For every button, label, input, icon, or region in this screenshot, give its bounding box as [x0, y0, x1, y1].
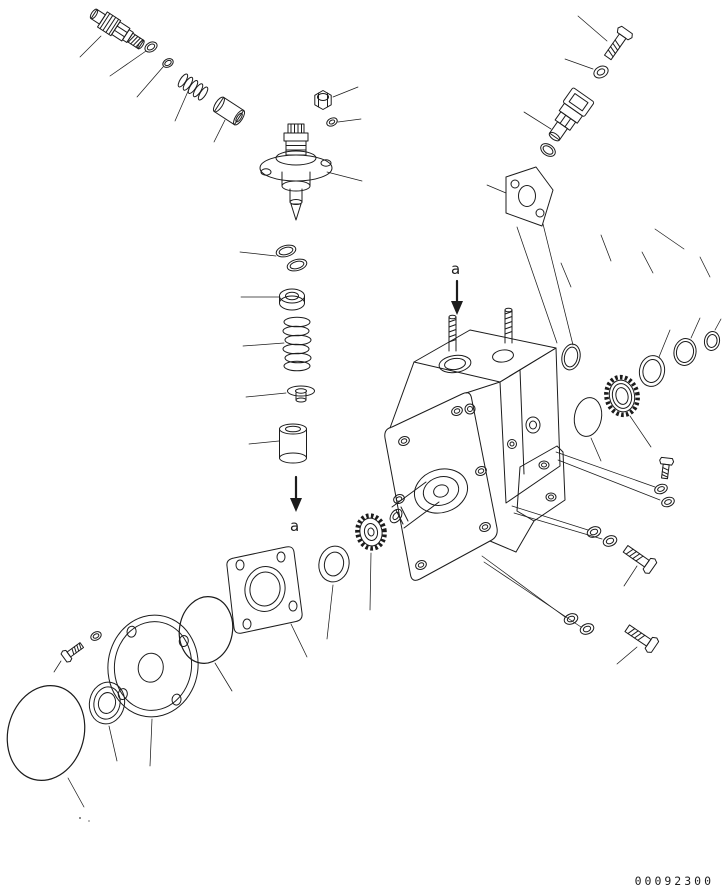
seal-washer: [318, 545, 350, 583]
fitting-connector: [89, 8, 145, 50]
section-arrow-mid: a: [290, 475, 302, 535]
delivery-valve-holder: [259, 123, 333, 221]
mounting-gasket: [505, 166, 554, 227]
washer-right-1: [654, 483, 668, 495]
ring-right-2: [673, 338, 697, 366]
retaining-ring-small: [162, 58, 174, 68]
o-ring-small: [144, 41, 158, 53]
drive-gear: [355, 513, 387, 551]
pump-housing: [384, 307, 566, 581]
bearing-gear-right: [604, 374, 640, 418]
valve-spring: [282, 316, 312, 372]
o-ring-pair: [275, 244, 308, 272]
washer-mid-1: [586, 526, 602, 538]
washer-low-1: [563, 613, 579, 625]
large-o-ring: [6, 685, 86, 781]
flange-plate: [226, 546, 303, 634]
washer-top-right: [593, 65, 609, 79]
sensor-o-ring: [540, 143, 556, 157]
cover-plate: [107, 614, 199, 718]
drawing-number: 00092300: [635, 874, 714, 888]
o-ring-body-right: [561, 343, 581, 371]
sensor-solenoid: [548, 87, 595, 142]
section-arrow-top: a: [451, 260, 463, 315]
bolt-bottom-left: [60, 642, 85, 663]
washer-low-2: [579, 623, 595, 635]
leader-lines: [53, 15, 722, 808]
screw-right: [659, 456, 675, 480]
plunger-bushing: [279, 423, 307, 464]
washer-small-top: [326, 117, 338, 127]
washer-bottom-left: [90, 631, 102, 641]
ring-right-3: [703, 331, 721, 351]
oil-seal: [88, 681, 126, 725]
bolt-low-right: [624, 624, 660, 653]
spring-small: [177, 73, 209, 101]
washer-mid-2: [602, 535, 618, 547]
ring-right-1: [638, 355, 666, 387]
spacer-bushing: [212, 96, 246, 126]
retainer-collar: [279, 288, 305, 311]
stray-marks: [79, 817, 90, 822]
spring-seat: [287, 385, 315, 403]
bolt-top-corner: [604, 25, 633, 61]
section-label-a-top: a: [451, 260, 460, 278]
cap-nut: [314, 90, 332, 110]
bolt-mid-right: [622, 545, 658, 574]
o-ring-mid: [178, 596, 234, 664]
washer-right-2: [661, 496, 675, 508]
cover-oval: [573, 397, 603, 437]
section-label-a-mid: a: [290, 517, 299, 535]
